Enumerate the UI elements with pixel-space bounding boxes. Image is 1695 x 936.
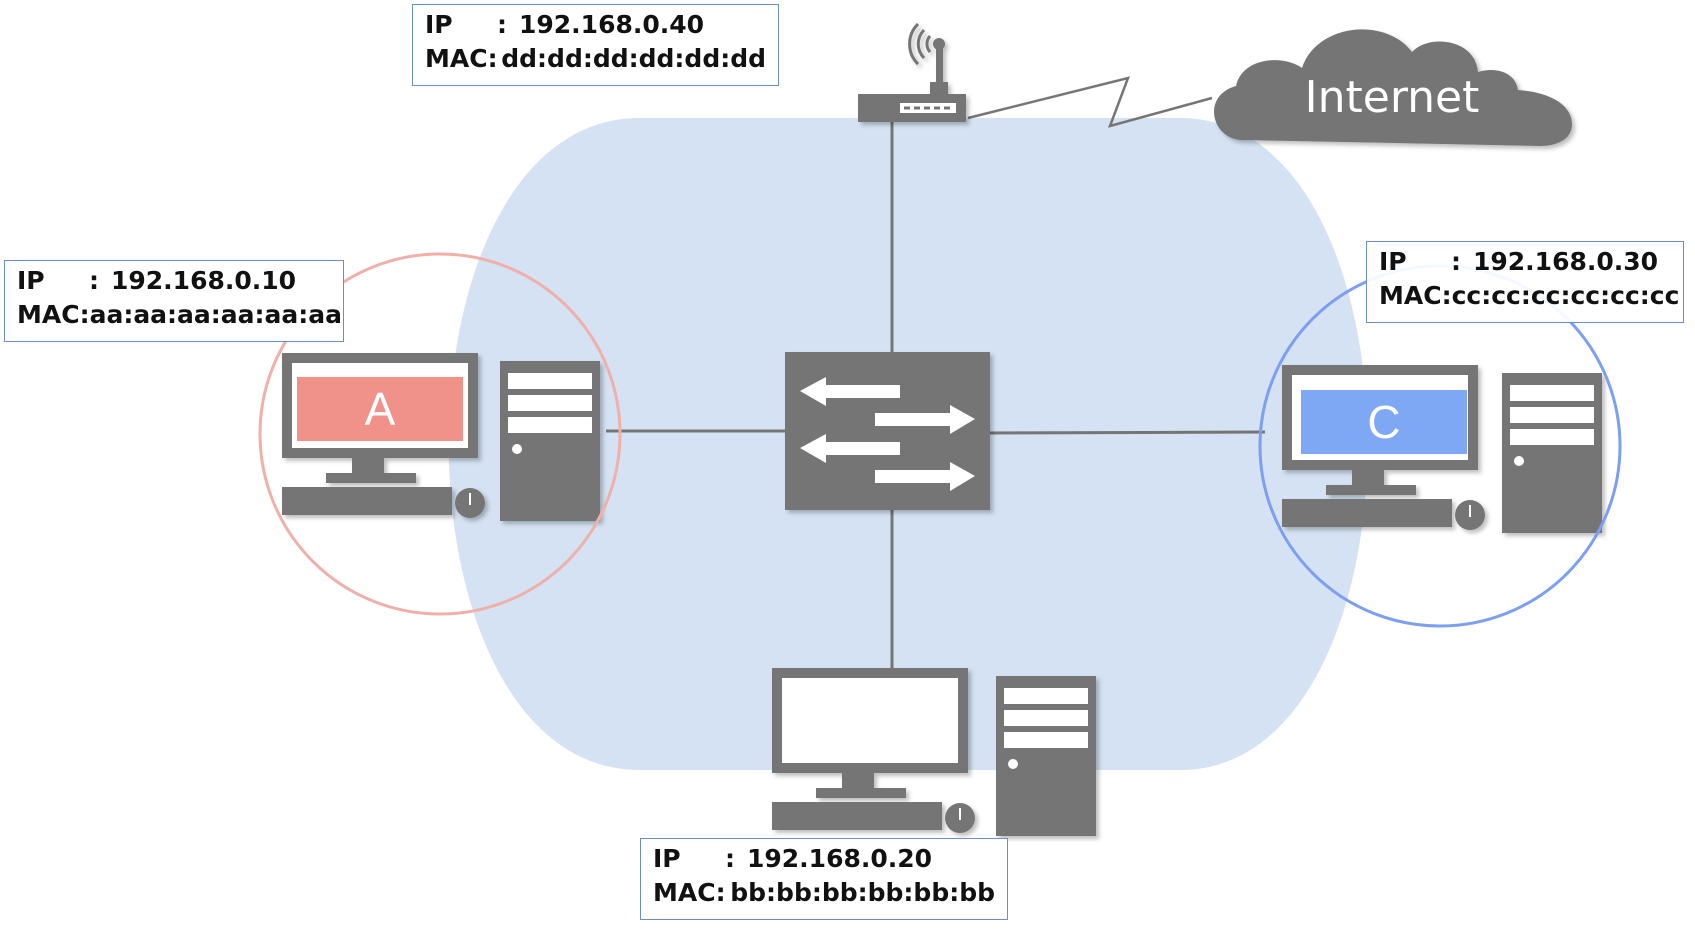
mac-value: aa:aa:aa:aa:aa:aa [89,300,343,329]
switch-icon [785,352,990,510]
ip-value: 192.168.0.30 [1473,247,1659,276]
ip-label: IP [17,266,45,295]
internet-cloud [1214,29,1572,146]
host-b-info-box: IP:192.168.0.20 MAC:bb:bb:bb:bb:bb:bb [640,838,1008,920]
mac-value: dd:dd:dd:dd:dd:dd [501,44,766,73]
separator: : [497,10,507,39]
ip-label: IP [1379,247,1407,276]
link-switch-c [989,430,1266,435]
ip-value: 192.168.0.40 [519,10,705,39]
host-c-info-box: IP:192.168.0.30 MAC:cc:cc:cc:cc:cc:cc [1366,241,1684,323]
internet-label: Internet [1304,72,1480,123]
ip-value: 192.168.0.10 [111,266,297,295]
link-router-internet [967,76,1213,128]
separator: : [487,44,498,73]
network-links [606,76,1266,668]
host-a-pc [281,352,600,521]
host-b-pc [771,667,1096,836]
separator: : [1441,281,1452,310]
host-a-info-box: IP:192.168.0.10 MAC:aa:aa:aa:aa:aa:aa [4,260,344,342]
host-c-label: C [1367,396,1401,448]
separator: : [725,844,735,873]
host-a-label: A [364,383,396,435]
separator: : [79,300,90,329]
mac-label: MAC [425,44,488,73]
host-a-highlight-ring [258,252,622,616]
router-icon [858,22,966,122]
host-c-pc [1281,364,1602,533]
ip-value: 192.168.0.20 [747,844,933,873]
mac-label: MAC [17,300,80,329]
separator: : [89,266,99,295]
mac-value: cc:cc:cc:cc:cc:cc [1451,281,1680,310]
separator: : [715,878,726,907]
mac-label: MAC [1379,281,1442,310]
ip-label: IP [653,844,681,873]
mac-label: MAC [653,878,716,907]
ip-label: IP [425,10,453,39]
router-info-box: IP:192.168.0.40 MAC:dd:dd:dd:dd:dd:dd [412,4,779,86]
mac-value: bb:bb:bb:bb:bb:bb [730,878,995,907]
separator: : [1451,247,1461,276]
